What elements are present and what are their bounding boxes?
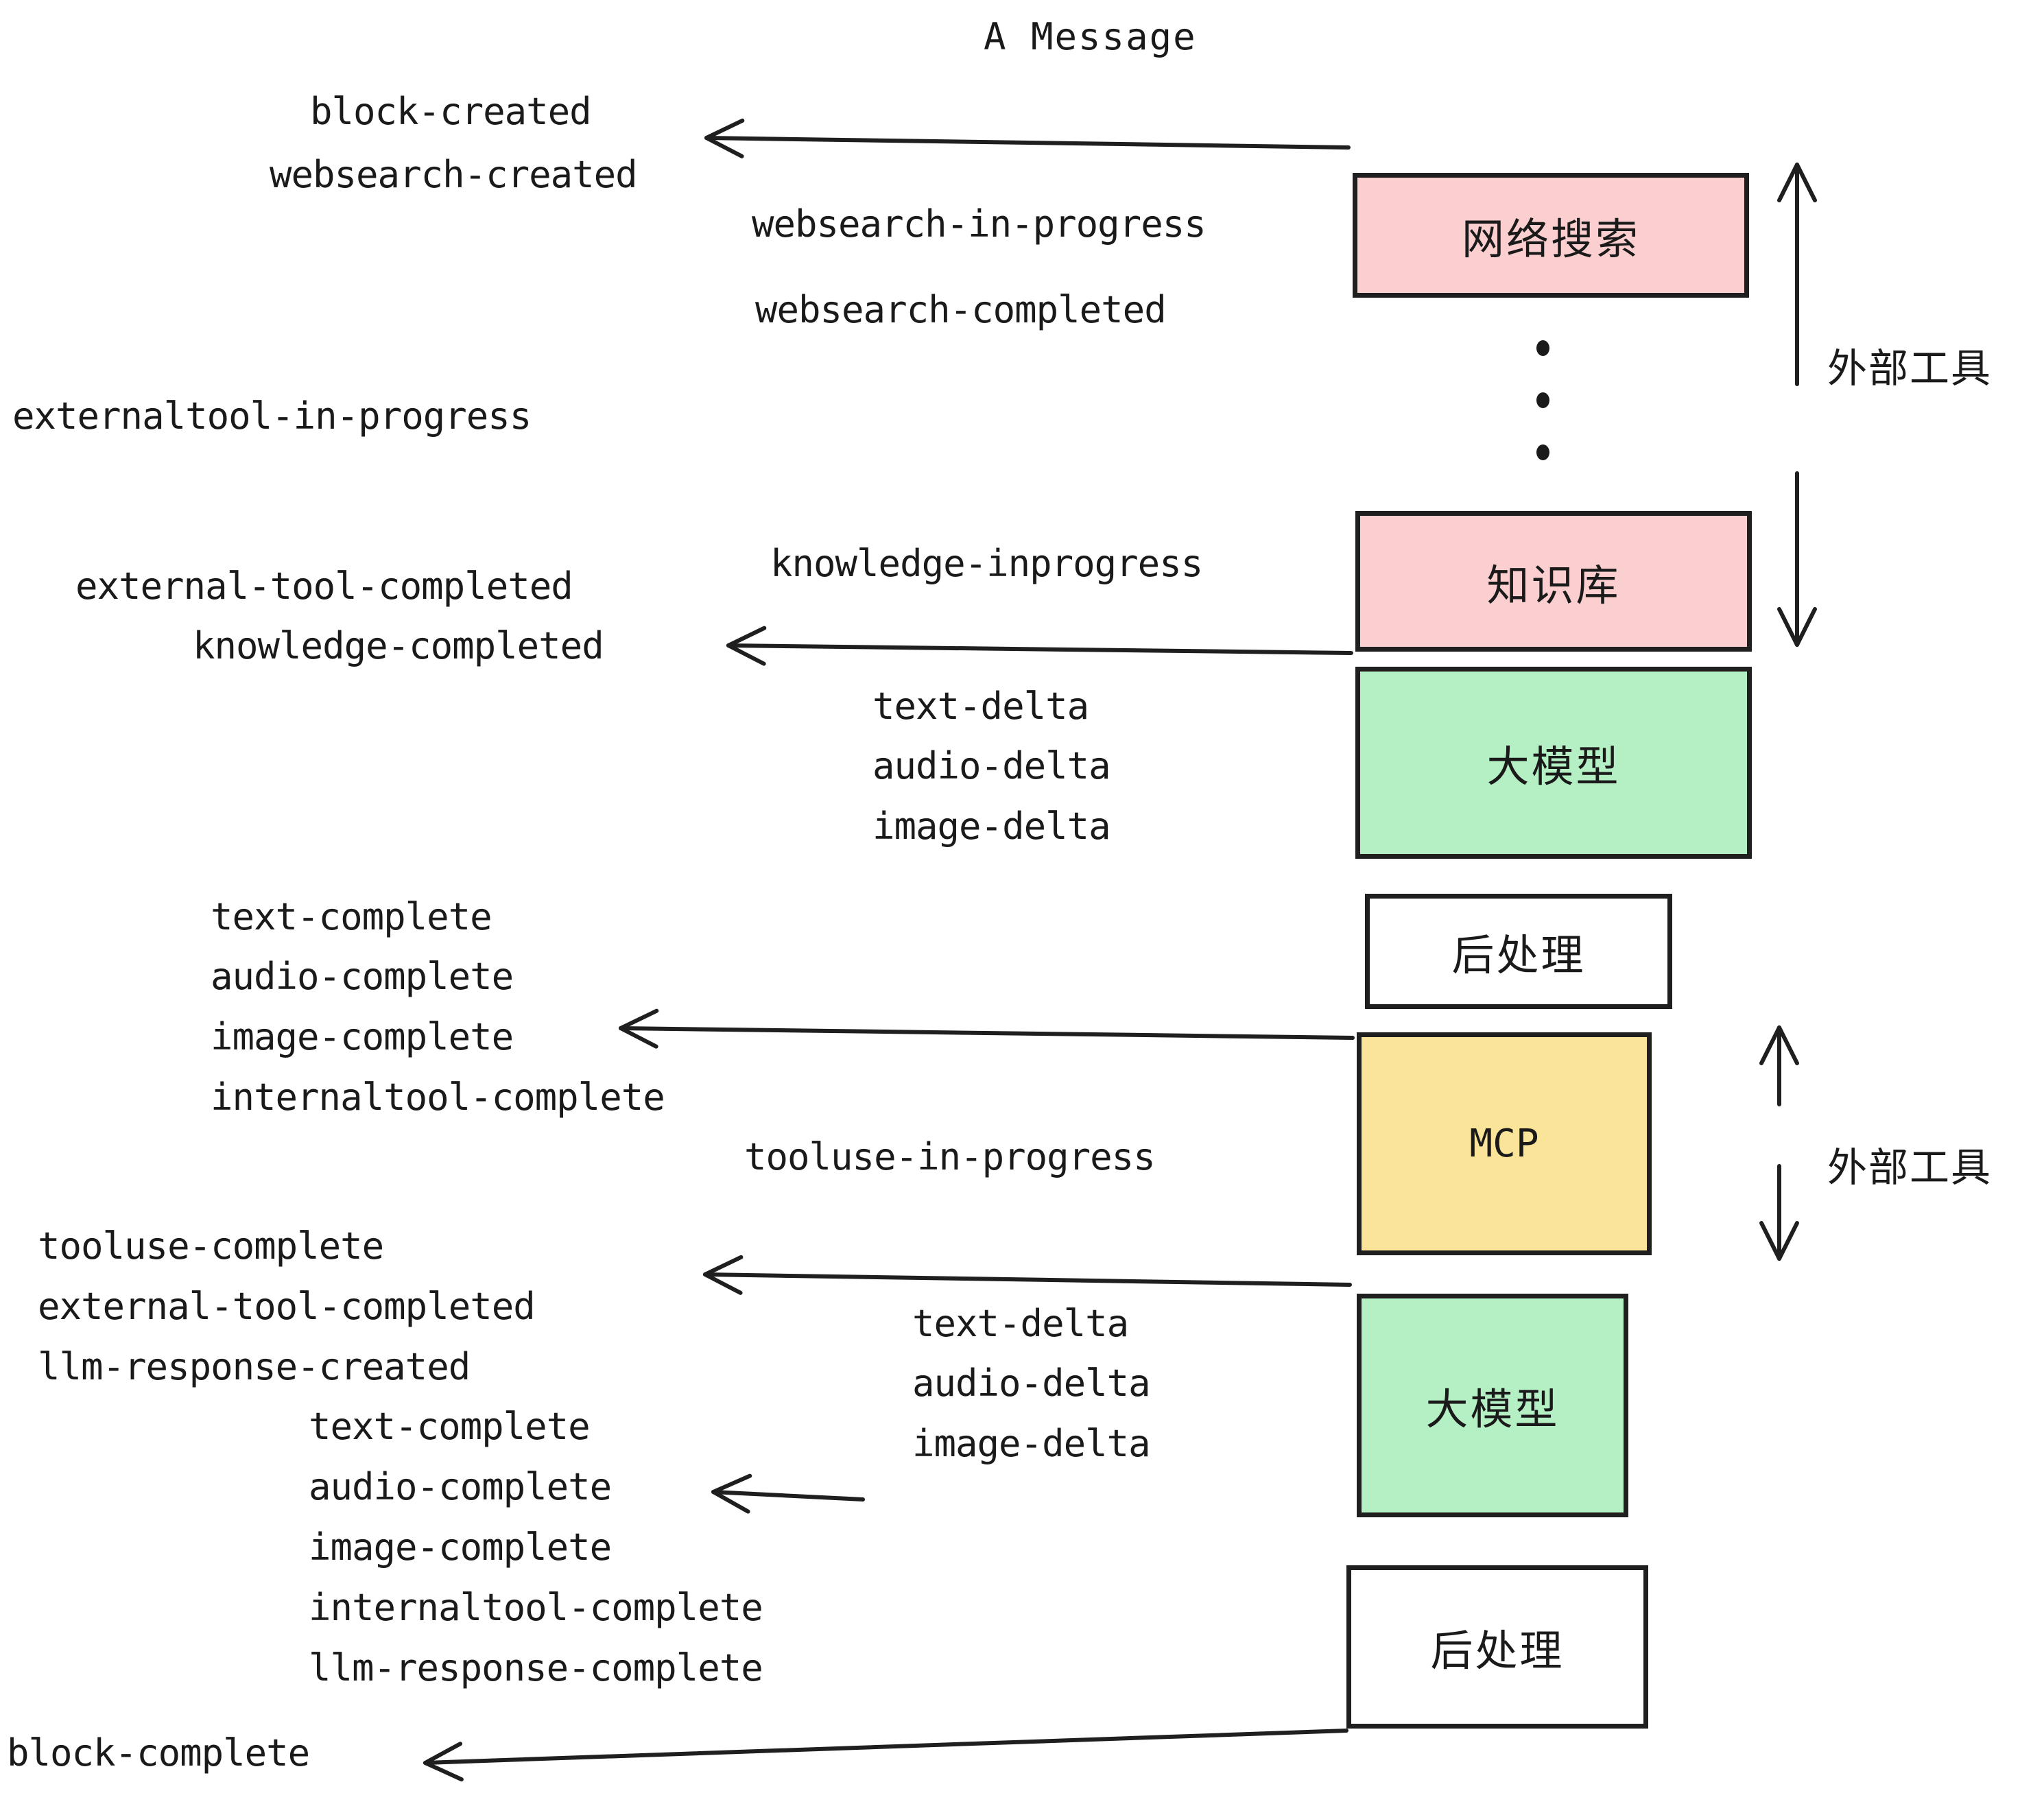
event-label-llm-response-created: llm-response-created [38, 1345, 471, 1388]
event-label-block-created: block-created [310, 90, 592, 133]
node-label-post2: 后处理 [1430, 1626, 1565, 1676]
node-label-llm2: 大模型 [1425, 1384, 1560, 1434]
event-label-knowledge-inprogress: knowledge-inprogress [770, 542, 1203, 585]
event-label-websearch-completed: websearch-completed [755, 288, 1167, 331]
node-label-websearch: 网络搜索 [1461, 214, 1640, 264]
event-label-audio-complete-2: audio-complete [309, 1465, 612, 1508]
event-label-image-complete-1: image-complete [211, 1015, 514, 1058]
node-label-llm1: 大模型 [1486, 741, 1621, 792]
arrow-externaltool-down [1777, 471, 1817, 647]
node-label-post1: 后处理 [1451, 930, 1586, 980]
ellipsis-dot [1536, 340, 1549, 356]
ellipsis-dot [1536, 444, 1549, 460]
event-label-image-delta-2: image-delta [912, 1422, 1151, 1465]
arrow-externaltool-up [1777, 163, 1817, 386]
arrow-mcp-to-imagecomplete [619, 1008, 1355, 1049]
event-label-image-complete-2: image-complete [309, 1526, 612, 1569]
event-label-knowledge-completed: knowledge-completed [193, 624, 604, 667]
arrow-externaltool-up-2 [1759, 1025, 1799, 1106]
event-label-external-tool-completed-1: external-tool-completed [75, 565, 573, 608]
node-websearch: 网络搜索 [1353, 173, 1749, 298]
arrow-llm2-to-tooluse [703, 1255, 1352, 1295]
event-label-text-complete-2: text-complete [309, 1405, 591, 1448]
arrow-knowledge-to-knowledgecompleted [726, 626, 1353, 666]
event-label-block-complete: block-complete [7, 1731, 310, 1775]
page-title: A Message [984, 15, 1197, 58]
node-llm1: 大模型 [1355, 667, 1752, 859]
event-label-audio-complete-1: audio-complete [211, 955, 514, 998]
event-label-websearch-in-progress: websearch-in-progress [752, 202, 1207, 246]
side-label-external-tool-bottom: 外部工具 [1827, 1144, 1993, 1191]
event-label-text-delta-1: text-delta [872, 685, 1089, 728]
event-label-internaltool-complete-2: internaltool-complete [309, 1586, 763, 1629]
arrow-llm2-to-audiocomplete [711, 1473, 865, 1514]
event-label-external-tool-completed-2: external-tool-completed [38, 1285, 536, 1328]
ellipsis-dot [1536, 392, 1549, 408]
event-label-text-delta-2: text-delta [912, 1302, 1129, 1345]
event-label-text-complete-1: text-complete [211, 895, 492, 938]
node-label-mcp: MCP [1469, 1121, 1539, 1166]
event-label-audio-delta-1: audio-delta [872, 744, 1111, 787]
side-label-external-tool-top: 外部工具 [1827, 345, 1993, 392]
node-label-knowledge: 知识库 [1486, 560, 1621, 610]
node-mcp: MCP [1357, 1032, 1652, 1255]
node-llm2: 大模型 [1357, 1294, 1628, 1517]
event-label-llm-response-complete: llm-response-complete [309, 1646, 763, 1689]
node-knowledge: 知识库 [1355, 511, 1752, 652]
node-post2: 后处理 [1346, 1565, 1648, 1729]
event-label-audio-delta-2: audio-delta [912, 1362, 1151, 1405]
node-post1: 后处理 [1365, 894, 1672, 1009]
arrow-websearch-to-blockcreated [704, 118, 1351, 158]
arrow-post2-to-blockcomplete [423, 1729, 1348, 1782]
event-label-internaltool-complete-1: internaltool-complete [211, 1076, 665, 1119]
event-label-externaltool-in-progress: externaltool-in-progress [12, 394, 532, 438]
event-label-websearch-created: websearch-created [270, 153, 638, 196]
event-label-image-delta-1: image-delta [872, 805, 1111, 848]
vertical-ellipsis-icon [1536, 340, 1549, 460]
arrow-externaltool-down-2 [1759, 1164, 1799, 1261]
event-label-tooluse-in-progress: tooluse-in-progress [744, 1135, 1156, 1178]
event-label-tooluse-complete: tooluse-complete [38, 1224, 384, 1268]
